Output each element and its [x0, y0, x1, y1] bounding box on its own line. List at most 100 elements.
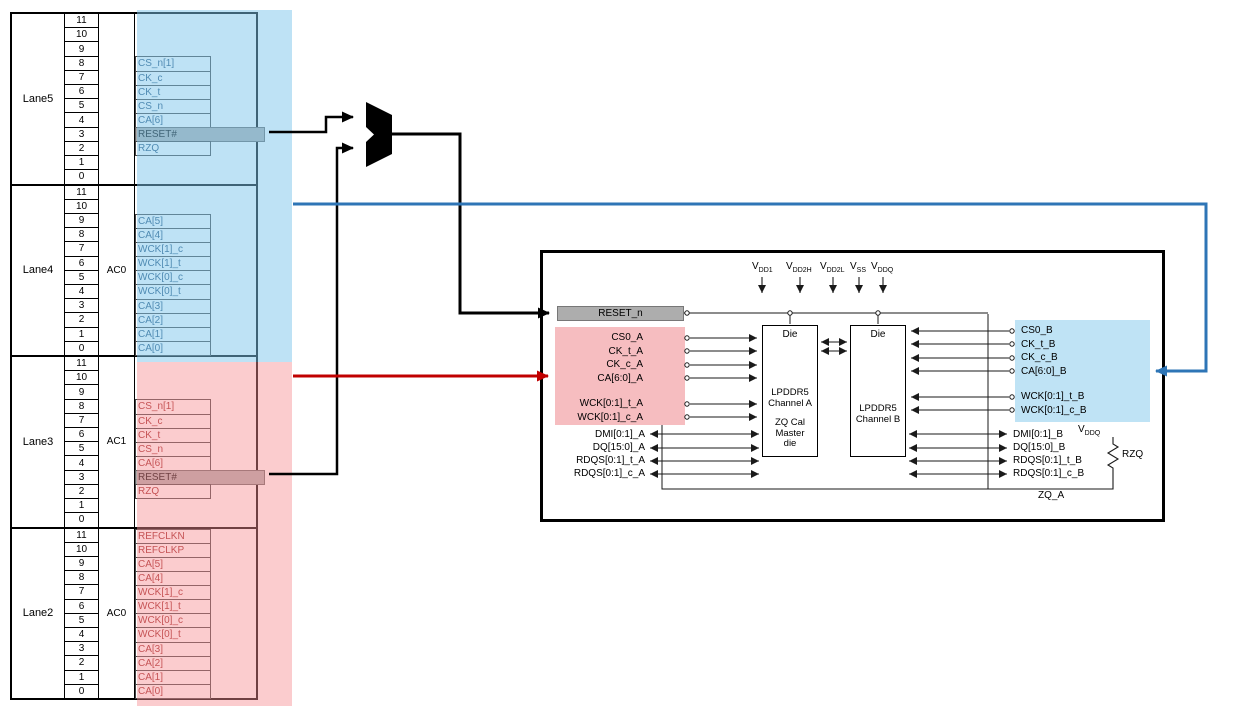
signal-cell [135, 498, 256, 512]
chip-signal-label: WCK[0:1]_t_B [1021, 391, 1085, 402]
signal-cell [135, 28, 256, 42]
signal-box: CA[1] [135, 669, 211, 685]
signal-cell: WCK[1]_c [135, 585, 256, 601]
pin-number: 3 [65, 299, 98, 314]
ac-label: AC0 [99, 528, 135, 698]
supply-label: VDD2L [820, 261, 845, 274]
signal-box: WCK[1]_t [135, 256, 211, 272]
signal-cell: CK_t [135, 84, 256, 100]
signal-cell: CS_n[1] [135, 399, 256, 415]
signal-box: CK_c [135, 413, 211, 429]
chip-signal-label: CA[6:0]_A [597, 372, 643, 384]
signal-box: CA[2] [135, 312, 211, 328]
pin-number: 3 [65, 471, 98, 485]
signal-cell [135, 186, 256, 200]
pin-number: 10 [65, 371, 98, 386]
chip-signal-label: CK_c_B [1021, 352, 1058, 363]
signal-cell [135, 512, 256, 526]
pin-number: 10 [65, 200, 98, 214]
pin-number: 9 [65, 42, 98, 57]
lane-label: Lane2 [12, 528, 65, 698]
pin-number: 3 [65, 128, 98, 142]
chip-signal-label: WCK[0:1]_c_B [1021, 404, 1087, 416]
signal-cell: REFCLKP [135, 542, 256, 558]
chip-signal-label: WCK[0:1]_c_A [577, 411, 643, 423]
signal-cell: CA[4] [135, 570, 256, 586]
chip-signal-label: CK_t_A [608, 345, 643, 357]
signal-cell [135, 42, 256, 56]
pin-number: 1 [65, 499, 98, 514]
signal-cell [135, 385, 256, 399]
ac-label [99, 14, 135, 184]
pin-number: 0 [78, 685, 85, 697]
signal-cell: RZQ [135, 484, 256, 500]
signal-box: WCK[1]_c [135, 585, 211, 601]
signal-cell: CA[5] [135, 213, 256, 229]
pin-number: 2 [65, 656, 98, 671]
chip-signal-label: DMI[0:1]_A [594, 429, 645, 440]
signal-box: CA[6] [135, 112, 211, 128]
pin-number: 2 [65, 313, 98, 328]
signal-cell [135, 200, 256, 214]
vddq-sub: DDQ [1084, 430, 1101, 437]
pin-number: 4 [65, 456, 98, 471]
signal-cell: CA[2] [135, 312, 256, 328]
signal-box: CA[2] [135, 655, 211, 671]
signal-cell: CA[2] [135, 655, 256, 671]
pin-number: 6 [65, 257, 98, 271]
signal-cell [135, 371, 256, 385]
signal-cell [135, 169, 256, 183]
signal-box: CS_n [135, 441, 211, 457]
lane-label: Lane4 [12, 185, 65, 355]
signal-box: CK_c [135, 70, 211, 86]
pin-number: 5 [65, 271, 98, 285]
signal-box: CA[3] [135, 641, 211, 657]
pin-number: 11 [65, 529, 98, 543]
rzq-label: RZQ [1122, 449, 1144, 460]
signal-cell [135, 14, 256, 28]
pin-number: 4 [65, 285, 98, 300]
zq-a-label: ZQ_A [1038, 490, 1065, 501]
pin-number: 5 [65, 442, 98, 457]
signal-box: CK_t [135, 84, 211, 100]
pin-number: 9 [65, 385, 98, 400]
pin-number: 1 [65, 328, 98, 342]
signal-box: CA[0] [135, 340, 211, 356]
pin-number: 8 [65, 571, 98, 586]
signal-cell: CA[1] [135, 326, 256, 342]
chip-signal-label: RDQS[0:1]_c_B [1013, 468, 1085, 479]
signal-cell [135, 357, 256, 371]
pin-number: 7 [65, 242, 98, 257]
signal-cell: CK_c [135, 413, 256, 429]
chip-signal-label: CK_t_B [1021, 338, 1056, 350]
signal-cell: CA[6] [135, 112, 256, 128]
chip-signal-label: DQ[15:0]_B [1013, 442, 1066, 453]
signal-cell: WCK[1]_c [135, 242, 256, 258]
lane-label: Lane3 [12, 357, 65, 527]
pin-number: 2 [65, 485, 98, 500]
signal-box: REFCLKN [135, 528, 211, 544]
chip-signal-label: DQ[15:0]_A [592, 442, 645, 453]
chip-signal-label: CS0_A [611, 332, 643, 343]
vddq-label: VDDQ [1078, 424, 1100, 437]
pin-number: 6 [65, 600, 98, 614]
signal-box: CS_n [135, 98, 211, 114]
signal-cell: RZQ [135, 141, 256, 157]
signal-cell: CK_t [135, 427, 256, 443]
signal-box: CA[6] [135, 455, 211, 471]
signal-cell: CA[3] [135, 298, 256, 314]
signal-box: CA[3] [135, 298, 211, 314]
reset-mux-routing [269, 111, 550, 476]
